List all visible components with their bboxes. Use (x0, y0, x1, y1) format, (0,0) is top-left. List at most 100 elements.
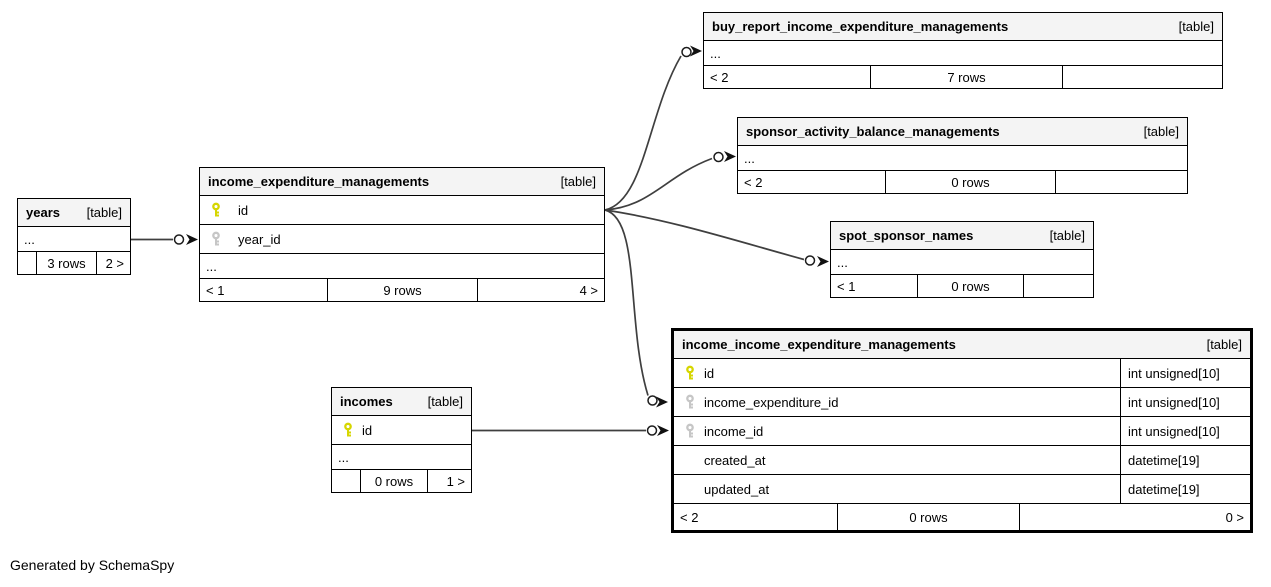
table-node-spot_sponsor_names[interactable]: spot_sponsor_names [table] ... < 1 0 row… (830, 221, 1094, 298)
table-header: income_income_expenditure_managements [t… (674, 331, 1250, 359)
relationship-line-iem-to-iiem (604, 209, 649, 396)
table-node-years[interactable]: years [table] ... 3 rows 2 > (17, 198, 131, 275)
column-name: id (362, 422, 373, 438)
table-tag: [table] (560, 174, 596, 189)
table-name: income_income_expenditure_managements (682, 337, 956, 352)
table-header: sponsor_activity_balance_managements [ta… (738, 118, 1187, 146)
table-footer: < 2 0 rows (738, 171, 1187, 193)
column-name: income_expenditure_id (704, 394, 839, 410)
column-row: id (332, 416, 471, 445)
fk-endpoint-arrow (657, 425, 669, 436)
column-type: datetime[19] (1120, 446, 1250, 474)
fk-endpoint-circle (713, 151, 724, 163)
table-header: years [table] (18, 199, 130, 227)
columns-ellipsis-row: ... (738, 146, 1187, 171)
column-name: income_id (704, 423, 764, 439)
column-row: year_id (200, 225, 604, 254)
table-node-sponsor_activity_balance_managements[interactable]: sponsor_activity_balance_managements [ta… (737, 117, 1188, 194)
table-header: buy_report_income_expenditure_management… (704, 13, 1222, 41)
column-name: id (704, 365, 715, 381)
foreign-key-icon (210, 231, 222, 247)
footer-rowcount: 3 rows (37, 252, 97, 274)
table-tag: [table] (1178, 19, 1214, 34)
footer-rowcount: 0 rows (886, 171, 1056, 193)
column-name: updated_at (704, 481, 770, 497)
table-name: buy_report_income_expenditure_management… (712, 19, 1009, 34)
relationship-line-iem-to-sponsor (604, 157, 713, 211)
columns-ellipsis-row: ... (18, 227, 130, 252)
columns-ellipsis-row: ... (332, 445, 471, 470)
footer-rowcount: 0 rows (361, 470, 428, 492)
generator-note: Generated by SchemaSpy (10, 557, 175, 573)
column-row: id int unsigned[10] (674, 359, 1250, 388)
fk-endpoint-circle (804, 255, 816, 266)
table-header: incomes [table] (332, 388, 471, 416)
fk-endpoint-arrow (690, 45, 702, 57)
column-type: int unsigned[10] (1120, 417, 1250, 445)
columns-ellipsis-row: ... (200, 254, 604, 279)
table-name: spot_sponsor_names (839, 228, 974, 243)
fk-endpoint-circle (173, 234, 185, 245)
column-type: int unsigned[10] (1120, 388, 1250, 416)
foreign-key-icon (684, 423, 696, 439)
table-node-buy_report_income_expenditure_managements[interactable]: buy_report_income_expenditure_management… (703, 12, 1223, 89)
footer-parents: < 2 (704, 66, 871, 88)
table-tag: [table] (1049, 228, 1085, 243)
fk-endpoint-arrow (817, 256, 829, 267)
table-tag: [table] (1143, 124, 1179, 139)
footer-parents (18, 252, 37, 274)
table-tag: [table] (1206, 337, 1242, 352)
key-icon-spacer (684, 452, 696, 468)
footer-rowcount: 0 rows (838, 504, 1020, 530)
columns-ellipsis-row: ... (831, 250, 1093, 275)
footer-children: 1 > (446, 473, 465, 489)
key-icon-spacer (684, 481, 696, 497)
footer-children (1024, 275, 1093, 297)
table-tag: [table] (86, 205, 122, 220)
table-footer: < 2 0 rows 0 > (674, 504, 1250, 530)
primary-key-icon (684, 365, 696, 381)
column-row: created_at datetime[19] (674, 446, 1250, 475)
footer-parents (332, 470, 361, 492)
table-tag: [table] (427, 394, 463, 409)
table-name: incomes (340, 394, 393, 409)
footer-children (1056, 171, 1187, 193)
table-node-income_income_expenditure_managements[interactable]: income_income_expenditure_managements [t… (671, 328, 1253, 533)
columns-ellipsis-row: ... (704, 41, 1222, 66)
fk-endpoint-arrow (656, 396, 668, 408)
column-name: created_at (704, 452, 766, 468)
table-node-incomes[interactable]: incomes [table] id ... 0 rows 1 > (331, 387, 472, 493)
footer-parents: < 1 (200, 279, 328, 301)
foreign-key-icon (684, 394, 696, 410)
primary-key-icon (342, 422, 354, 438)
fk-endpoint-circle (646, 425, 658, 436)
column-name: year_id (238, 231, 281, 247)
table-footer: < 1 0 rows (831, 275, 1093, 297)
table-node-income_expenditure_managements[interactable]: income_expenditure_managements [table] i… (199, 167, 605, 302)
table-name: sponsor_activity_balance_managements (746, 124, 1000, 139)
footer-rowcount: 9 rows (328, 279, 478, 301)
column-row: updated_at datetime[19] (674, 475, 1250, 504)
table-name: income_expenditure_managements (208, 174, 430, 189)
column-row: income_expenditure_id int unsigned[10] (674, 388, 1250, 417)
fk-endpoint-arrow (724, 151, 736, 162)
table-header: income_expenditure_managements [table] (200, 168, 604, 196)
column-row: id (200, 196, 604, 225)
footer-rowcount: 7 rows (871, 66, 1063, 88)
footer-children: 4 > (579, 282, 598, 298)
table-name: years (26, 205, 60, 220)
fk-endpoint-arrow (186, 234, 198, 245)
column-type: datetime[19] (1120, 475, 1250, 503)
column-row: income_id int unsigned[10] (674, 417, 1250, 446)
table-footer: < 2 7 rows (704, 66, 1222, 88)
primary-key-icon (210, 202, 222, 218)
column-name: id (238, 202, 249, 218)
table-footer: < 1 9 rows 4 > (200, 279, 604, 301)
fk-endpoint-circle (647, 395, 658, 406)
footer-children (1063, 66, 1222, 88)
footer-children: 0 > (1225, 509, 1244, 525)
fk-endpoint-circle (681, 46, 692, 58)
footer-rowcount: 0 rows (918, 275, 1024, 297)
footer-parents: < 2 (738, 171, 886, 193)
